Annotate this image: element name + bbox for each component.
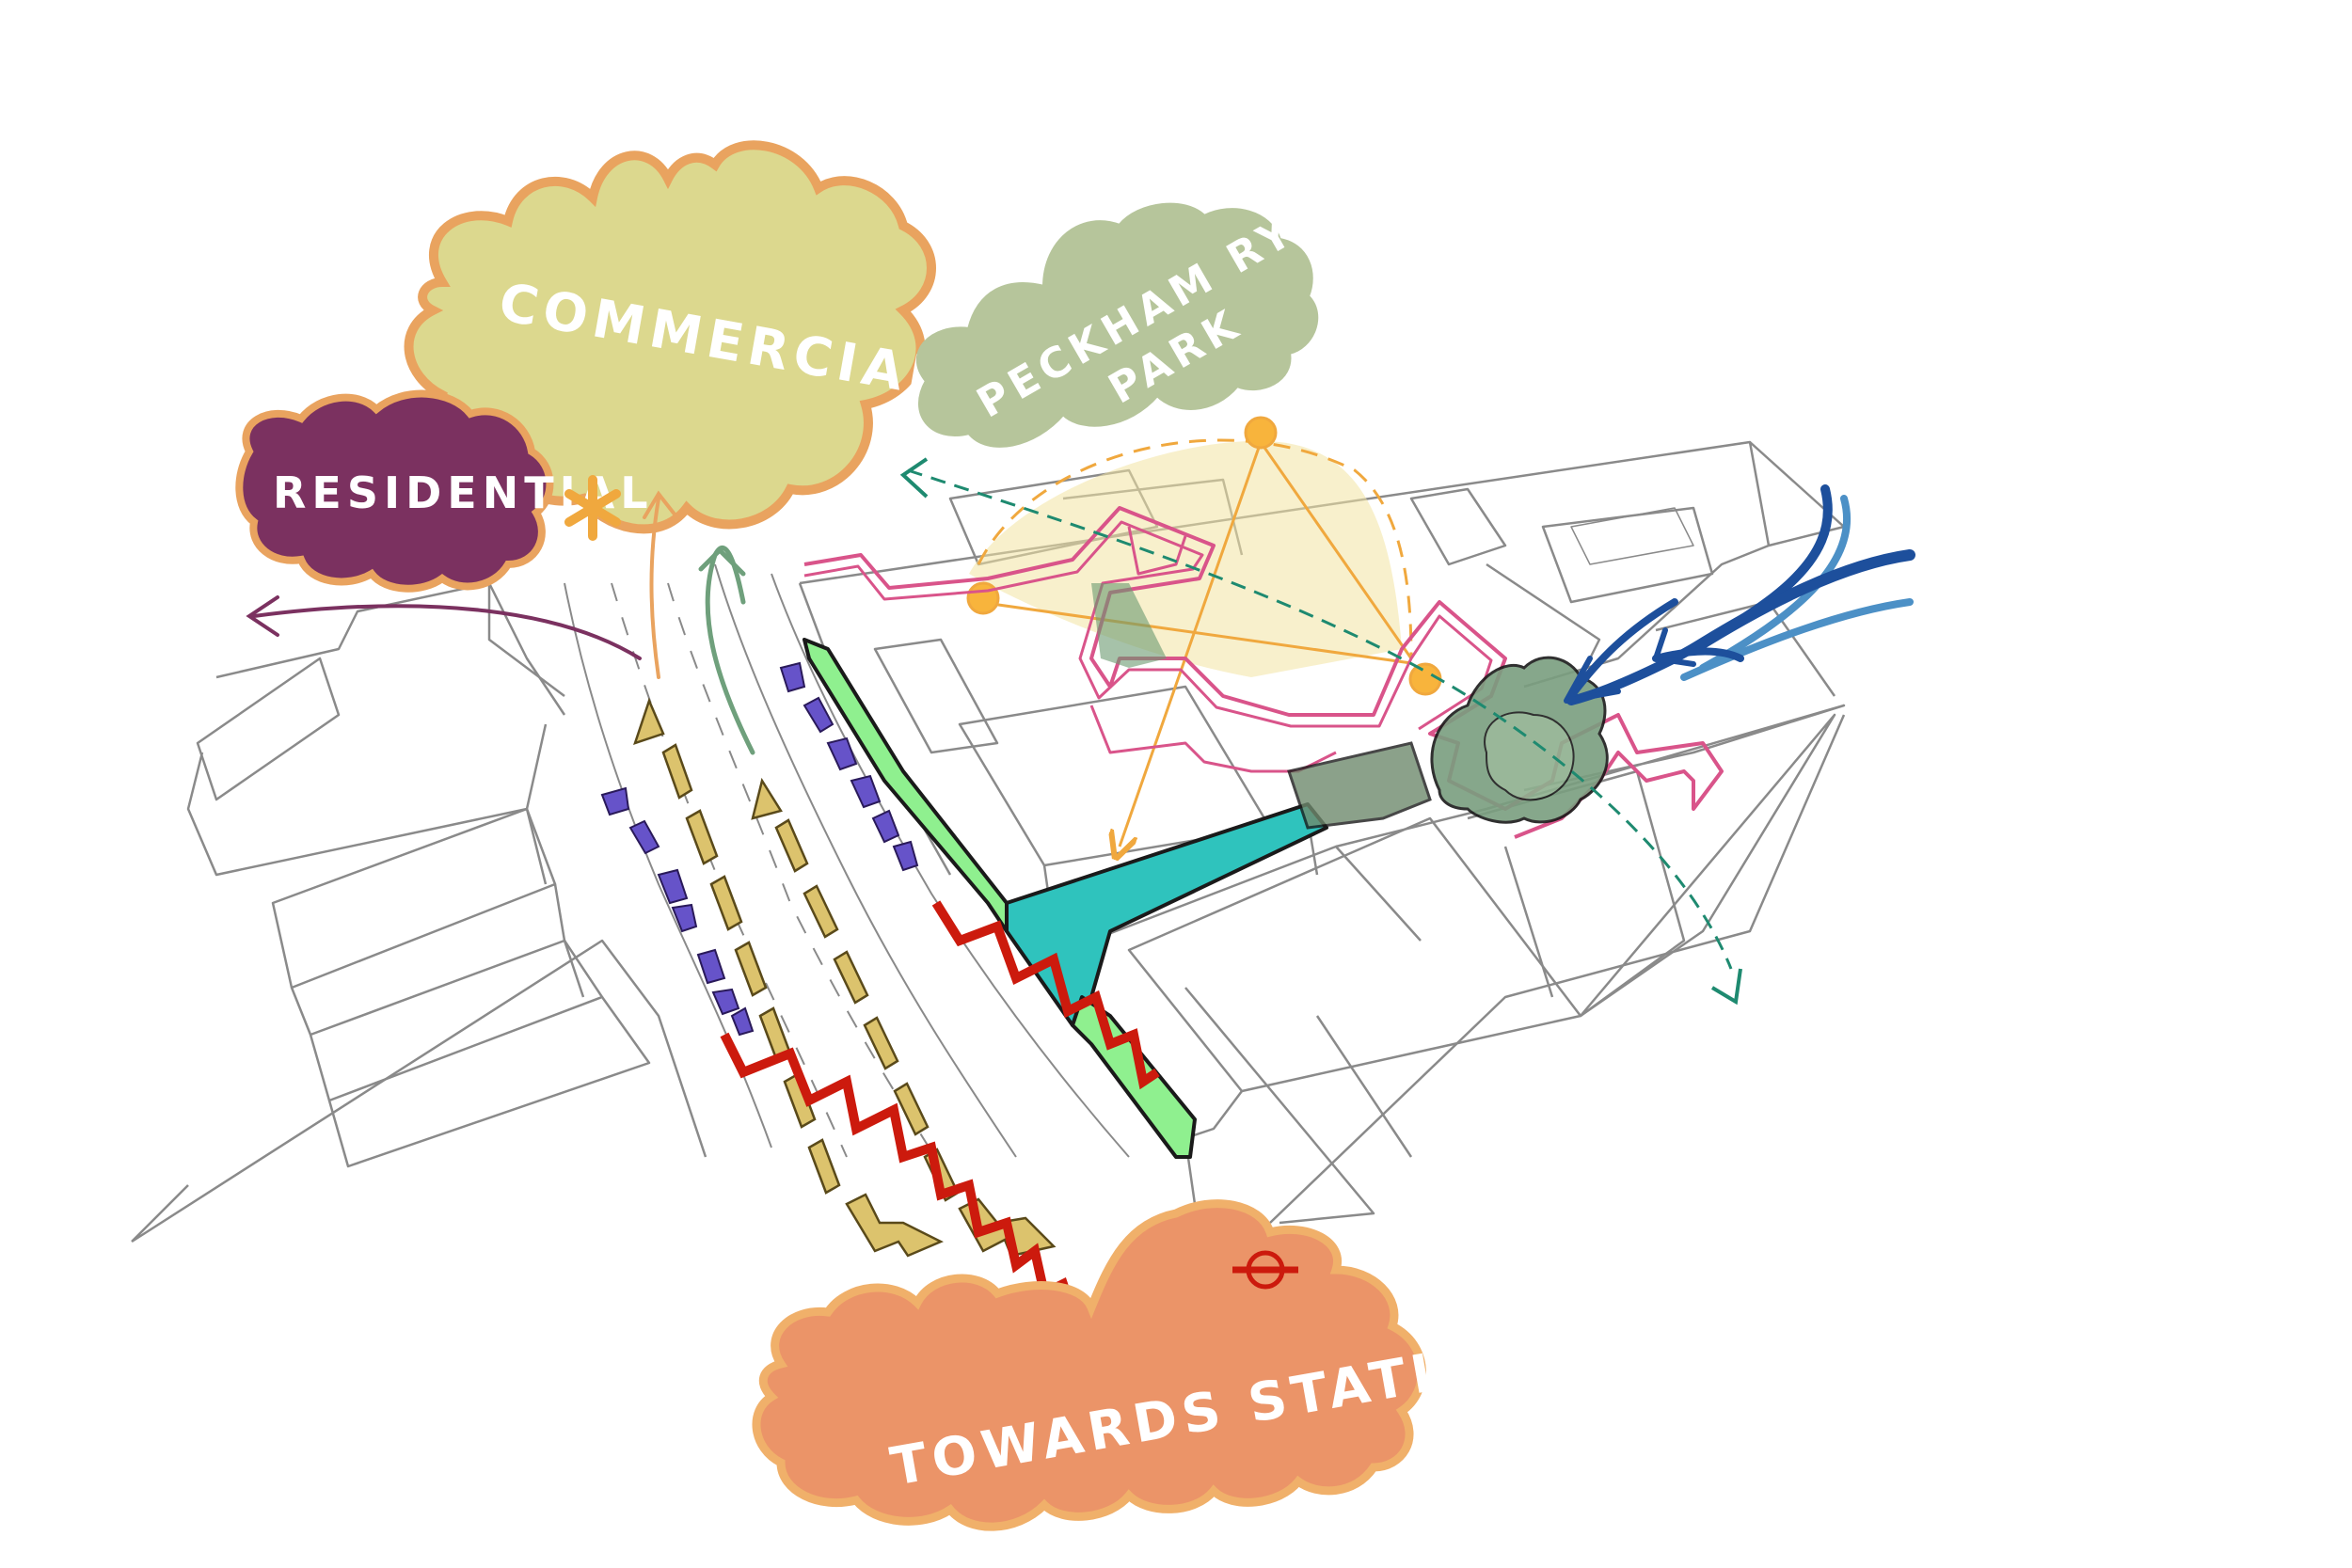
site-frontage	[803, 638, 1328, 1159]
asterisk-icon	[564, 475, 621, 541]
access-arrows	[246, 490, 755, 755]
sun-glow-area	[969, 440, 1402, 677]
cycle-arrows	[600, 661, 919, 1037]
teal-frontage-block	[1005, 802, 1328, 1027]
green-frontage-strip	[803, 638, 1009, 933]
pedestrian-arrow	[633, 697, 944, 1258]
cycle-arrow	[779, 661, 919, 872]
residential-access-arrow	[252, 604, 642, 660]
residential-cloud: RESIDENTIAL	[235, 389, 648, 593]
park-access-arrow	[705, 546, 755, 755]
wind-arrows	[1564, 484, 1915, 705]
sun-position-marker	[966, 581, 1000, 615]
arrow-head	[246, 595, 279, 637]
sun-position-marker	[1408, 662, 1442, 696]
sun-path	[966, 416, 1442, 847]
green-frontage-lower	[1071, 995, 1197, 1159]
trees	[1430, 656, 1609, 824]
noise-zigzag	[931, 900, 1160, 1090]
sun-position-marker	[1244, 416, 1278, 450]
cycle-arrow	[600, 786, 755, 1037]
station-cloud: TOWARDS STATION	[752, 1199, 1540, 1531]
arrow-head	[643, 490, 677, 519]
view-arrow-head	[1710, 968, 1742, 1006]
view-arrow-head	[899, 457, 929, 499]
underground-roundel-icon	[1232, 1250, 1298, 1290]
park-cloud: PECKHAM RYE PARK	[915, 189, 1334, 448]
pedestrian-arrows	[633, 697, 1057, 1258]
arrow-head	[698, 546, 746, 577]
commercial-access-arrow	[649, 497, 660, 679]
view-corridor-line	[907, 468, 1733, 970]
tree-canopy	[1484, 711, 1575, 801]
building-mass-green	[1091, 583, 1432, 830]
